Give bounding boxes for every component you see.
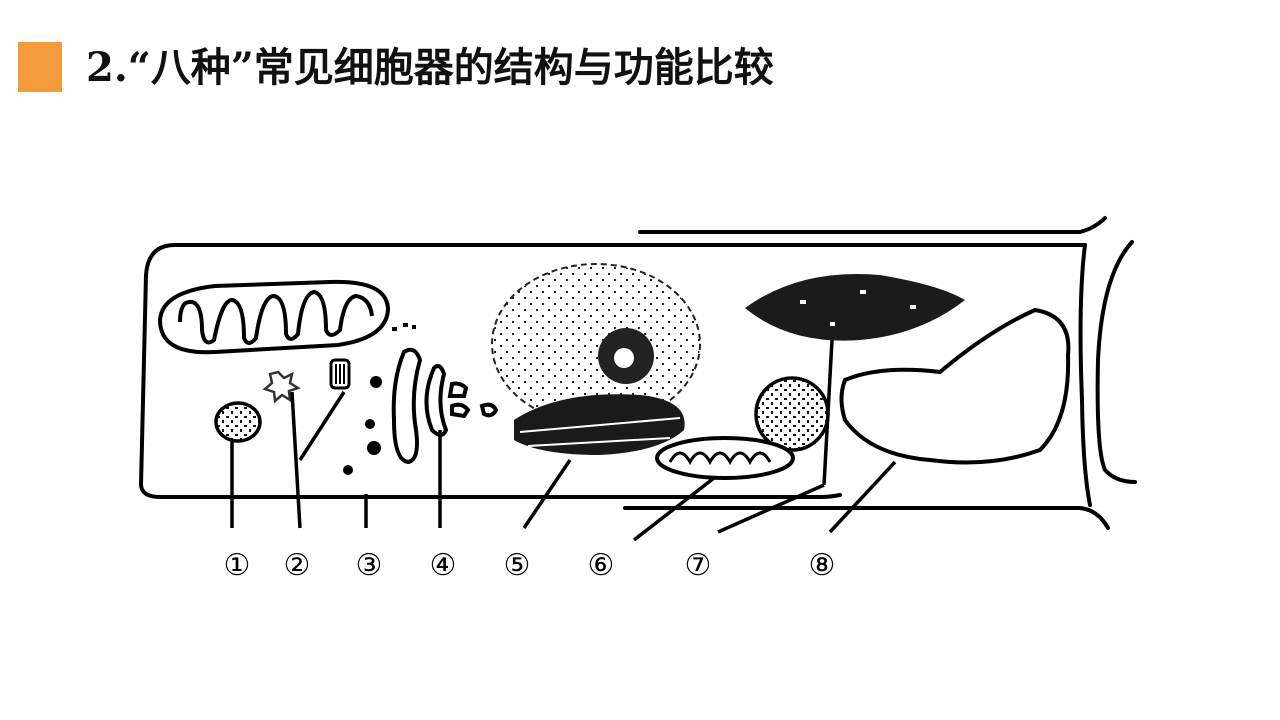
small-vesicle	[754, 376, 830, 452]
organelle-5-nucleus-er	[491, 263, 701, 455]
label-5: ⑤	[504, 548, 531, 583]
label-6: ⑥	[588, 548, 615, 583]
organelle-7-chloroplast	[745, 273, 965, 341]
label-3: ③	[356, 548, 383, 583]
label-2: ②	[284, 548, 311, 583]
organelle-labels: ① ② ③ ④ ⑤ ⑥ ⑦ ⑧	[224, 548, 836, 583]
cell-outline	[138, 216, 1137, 530]
label-8: ⑧	[809, 548, 836, 583]
organelle-8-vacuole	[839, 307, 1071, 465]
slide-title: 2.“八种”常见细胞器的结构与功能比较	[86, 44, 774, 91]
label-4: ④	[430, 548, 457, 583]
label-7: ⑦	[685, 548, 712, 583]
organelle-1-lysosome	[214, 401, 262, 443]
leader-lines	[230, 339, 897, 542]
organelle-6-mitochondrion	[655, 436, 795, 480]
label-1: ①	[224, 548, 251, 583]
organelle-2-centrosome	[262, 358, 351, 404]
mitochondrion-large	[157, 279, 391, 355]
organelle-3-ribosomes	[343, 323, 416, 475]
organelle-4-golgi	[391, 347, 499, 465]
title-accent-bar	[18, 42, 62, 92]
